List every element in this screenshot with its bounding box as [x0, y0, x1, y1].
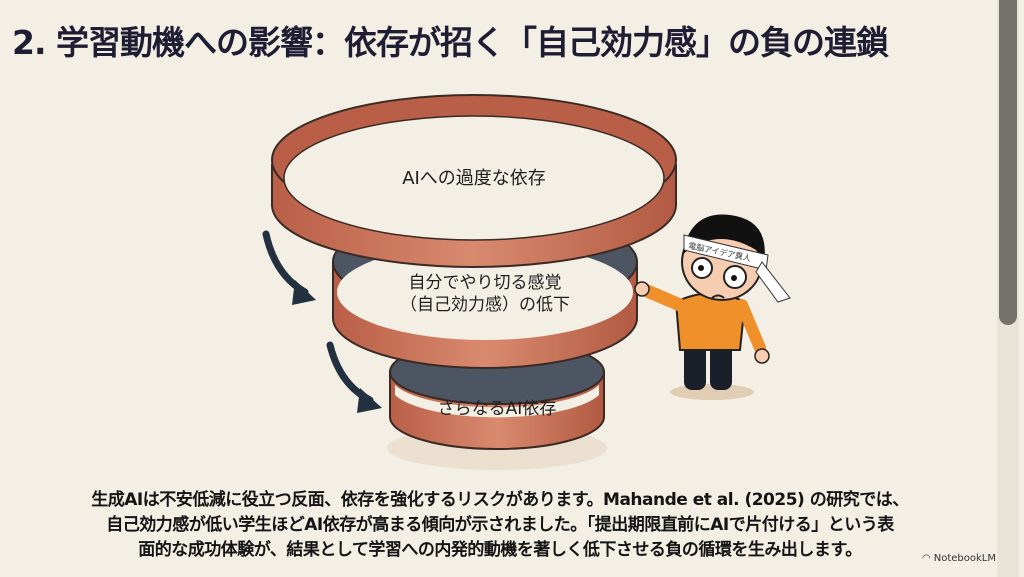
body-line: 自己効力感が低い学生ほどAI依存が高まる傾向が示されました。「提出期限直前にAI… [106, 515, 894, 535]
ring-label-bottom: さらなるAI依存 [437, 399, 557, 419]
ring-bottom [387, 339, 607, 470]
ring-top [271, 94, 677, 268]
body-line: 生成AIは不安低減に役立つ反面、依存を強化するリスクがあります。Mahande … [91, 490, 909, 510]
watermark-text: NotebookLM [933, 553, 996, 564]
slide-body: 生成AIは不安低減に役立つ反面、依存を強化するリスクがあります。Mahande … [20, 488, 980, 563]
ring-label-middle: 自分でやり切る感覚 （自己効力感）の低下 [400, 273, 570, 315]
ring-label-top: AIへの過度な依存 [402, 168, 546, 189]
scrollbar-thumb[interactable] [999, 0, 1017, 325]
notebooklm-logo-icon: ◠ [922, 553, 931, 564]
slide-title: 2. 学習動機への影響：依存が招く「自己効力感」の負の連鎖 [12, 23, 889, 62]
notebooklm-badge: ◠ NotebookLM [922, 553, 996, 564]
spiral-diagram: 電脳アイデア異人 [262, 94, 791, 470]
character-illustration: 電脳アイデア異人 [634, 214, 791, 400]
body-line: 面的な成功体験が、結果として学習への内発的動機を著しく低下させる負の循環を生み出… [138, 540, 862, 560]
